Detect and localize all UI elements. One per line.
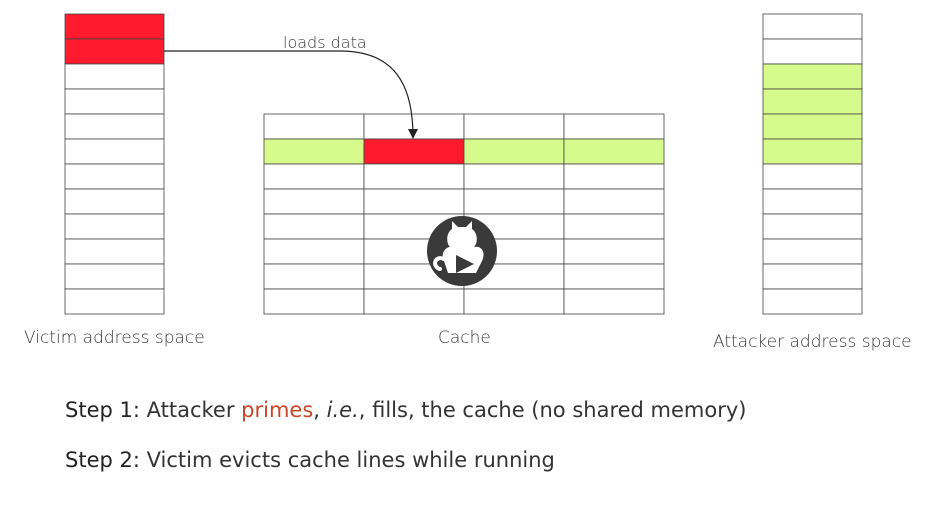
attacker-space-row-6	[762, 163, 863, 190]
victim-space-row-0	[64, 13, 165, 40]
cache-cell-7-2	[463, 288, 565, 315]
attacker-space-row-1	[762, 38, 863, 65]
step-1-label: Step 1:	[65, 398, 140, 422]
attacker-space-row-7	[762, 188, 863, 215]
step-2-text: Victim evicts cache lines while running	[146, 448, 555, 472]
cache-cell-2-0	[263, 163, 365, 190]
cache-cell-4-3	[563, 213, 665, 240]
step-1-text-a: Attacker	[146, 398, 242, 422]
victim-space-row-6	[64, 163, 165, 190]
attacker-space-row-4	[762, 113, 863, 140]
cache-cell-3-1	[363, 188, 465, 215]
attacker-space-row-8	[762, 213, 863, 240]
attacker-space-row-3	[762, 88, 863, 115]
attacker-space-row-5	[762, 138, 863, 165]
loads-data-label: loads data	[283, 33, 367, 52]
attacker-space-row-0	[762, 13, 863, 40]
step-2-label: Step 2:	[65, 448, 140, 472]
cache-cell-5-0	[263, 238, 365, 265]
attacker-address-space-caption: Attacker address space	[713, 332, 912, 352]
cache-cell-1-3	[563, 138, 665, 165]
attacker-space-row-10	[762, 263, 863, 290]
cache-grid	[263, 113, 665, 315]
victim-space-row-4	[64, 113, 165, 140]
cache-caption: Cache	[438, 328, 491, 348]
step-1-text-ie: i.e.	[326, 398, 359, 422]
attacker-space-row-11	[762, 288, 863, 315]
attacker-space-row-2	[762, 63, 863, 90]
cache-cell-6-0	[263, 263, 365, 290]
cache-cell-6-3	[563, 263, 665, 290]
cache-cell-1-2	[463, 138, 565, 165]
cache-cell-0-2	[463, 113, 565, 140]
victim-space-row-11	[64, 288, 165, 315]
cache-cell-7-3	[563, 288, 665, 315]
victim-space-row-7	[64, 188, 165, 215]
cache-cell-3-0	[263, 188, 365, 215]
cache-cell-1-1	[363, 138, 465, 165]
victim-address-space	[64, 13, 165, 315]
cache-cell-2-2	[463, 163, 565, 190]
cache-cell-3-2	[463, 188, 565, 215]
victim-space-row-3	[64, 88, 165, 115]
victim-address-space-caption: Victim address space	[24, 328, 205, 348]
victim-space-row-1	[64, 38, 165, 65]
cache-cell-5-3	[563, 238, 665, 265]
cache-cell-0-1	[363, 113, 465, 140]
cache-cell-7-0	[263, 288, 365, 315]
victim-space-row-10	[64, 263, 165, 290]
step-1: Step 1: Attacker primes, i.e., fills, th…	[65, 398, 746, 422]
cache-cell-4-0	[263, 213, 365, 240]
step-1-text-primes: primes	[241, 398, 314, 422]
victim-space-row-9	[64, 238, 165, 265]
victim-space-row-8	[64, 213, 165, 240]
loads-data-arrow	[164, 50, 418, 139]
cache-cell-1-0	[263, 138, 365, 165]
step-1-text-c: ,	[313, 398, 327, 422]
cat-play-icon[interactable]	[427, 216, 497, 286]
step-1-text-e: , fills, the cache (no shared memory)	[358, 398, 747, 422]
cache-cell-2-1	[363, 163, 465, 190]
attacker-space-row-9	[762, 238, 863, 265]
victim-space-row-5	[64, 138, 165, 165]
cache-cell-3-3	[563, 188, 665, 215]
cache-cell-2-3	[563, 163, 665, 190]
step-2: Step 2: Victim evicts cache lines while …	[65, 448, 555, 472]
victim-space-row-2	[64, 63, 165, 90]
attacker-address-space	[762, 13, 863, 315]
cache-cell-0-0	[263, 113, 365, 140]
cache-cell-7-1	[363, 288, 465, 315]
cache-cell-0-3	[563, 113, 665, 140]
